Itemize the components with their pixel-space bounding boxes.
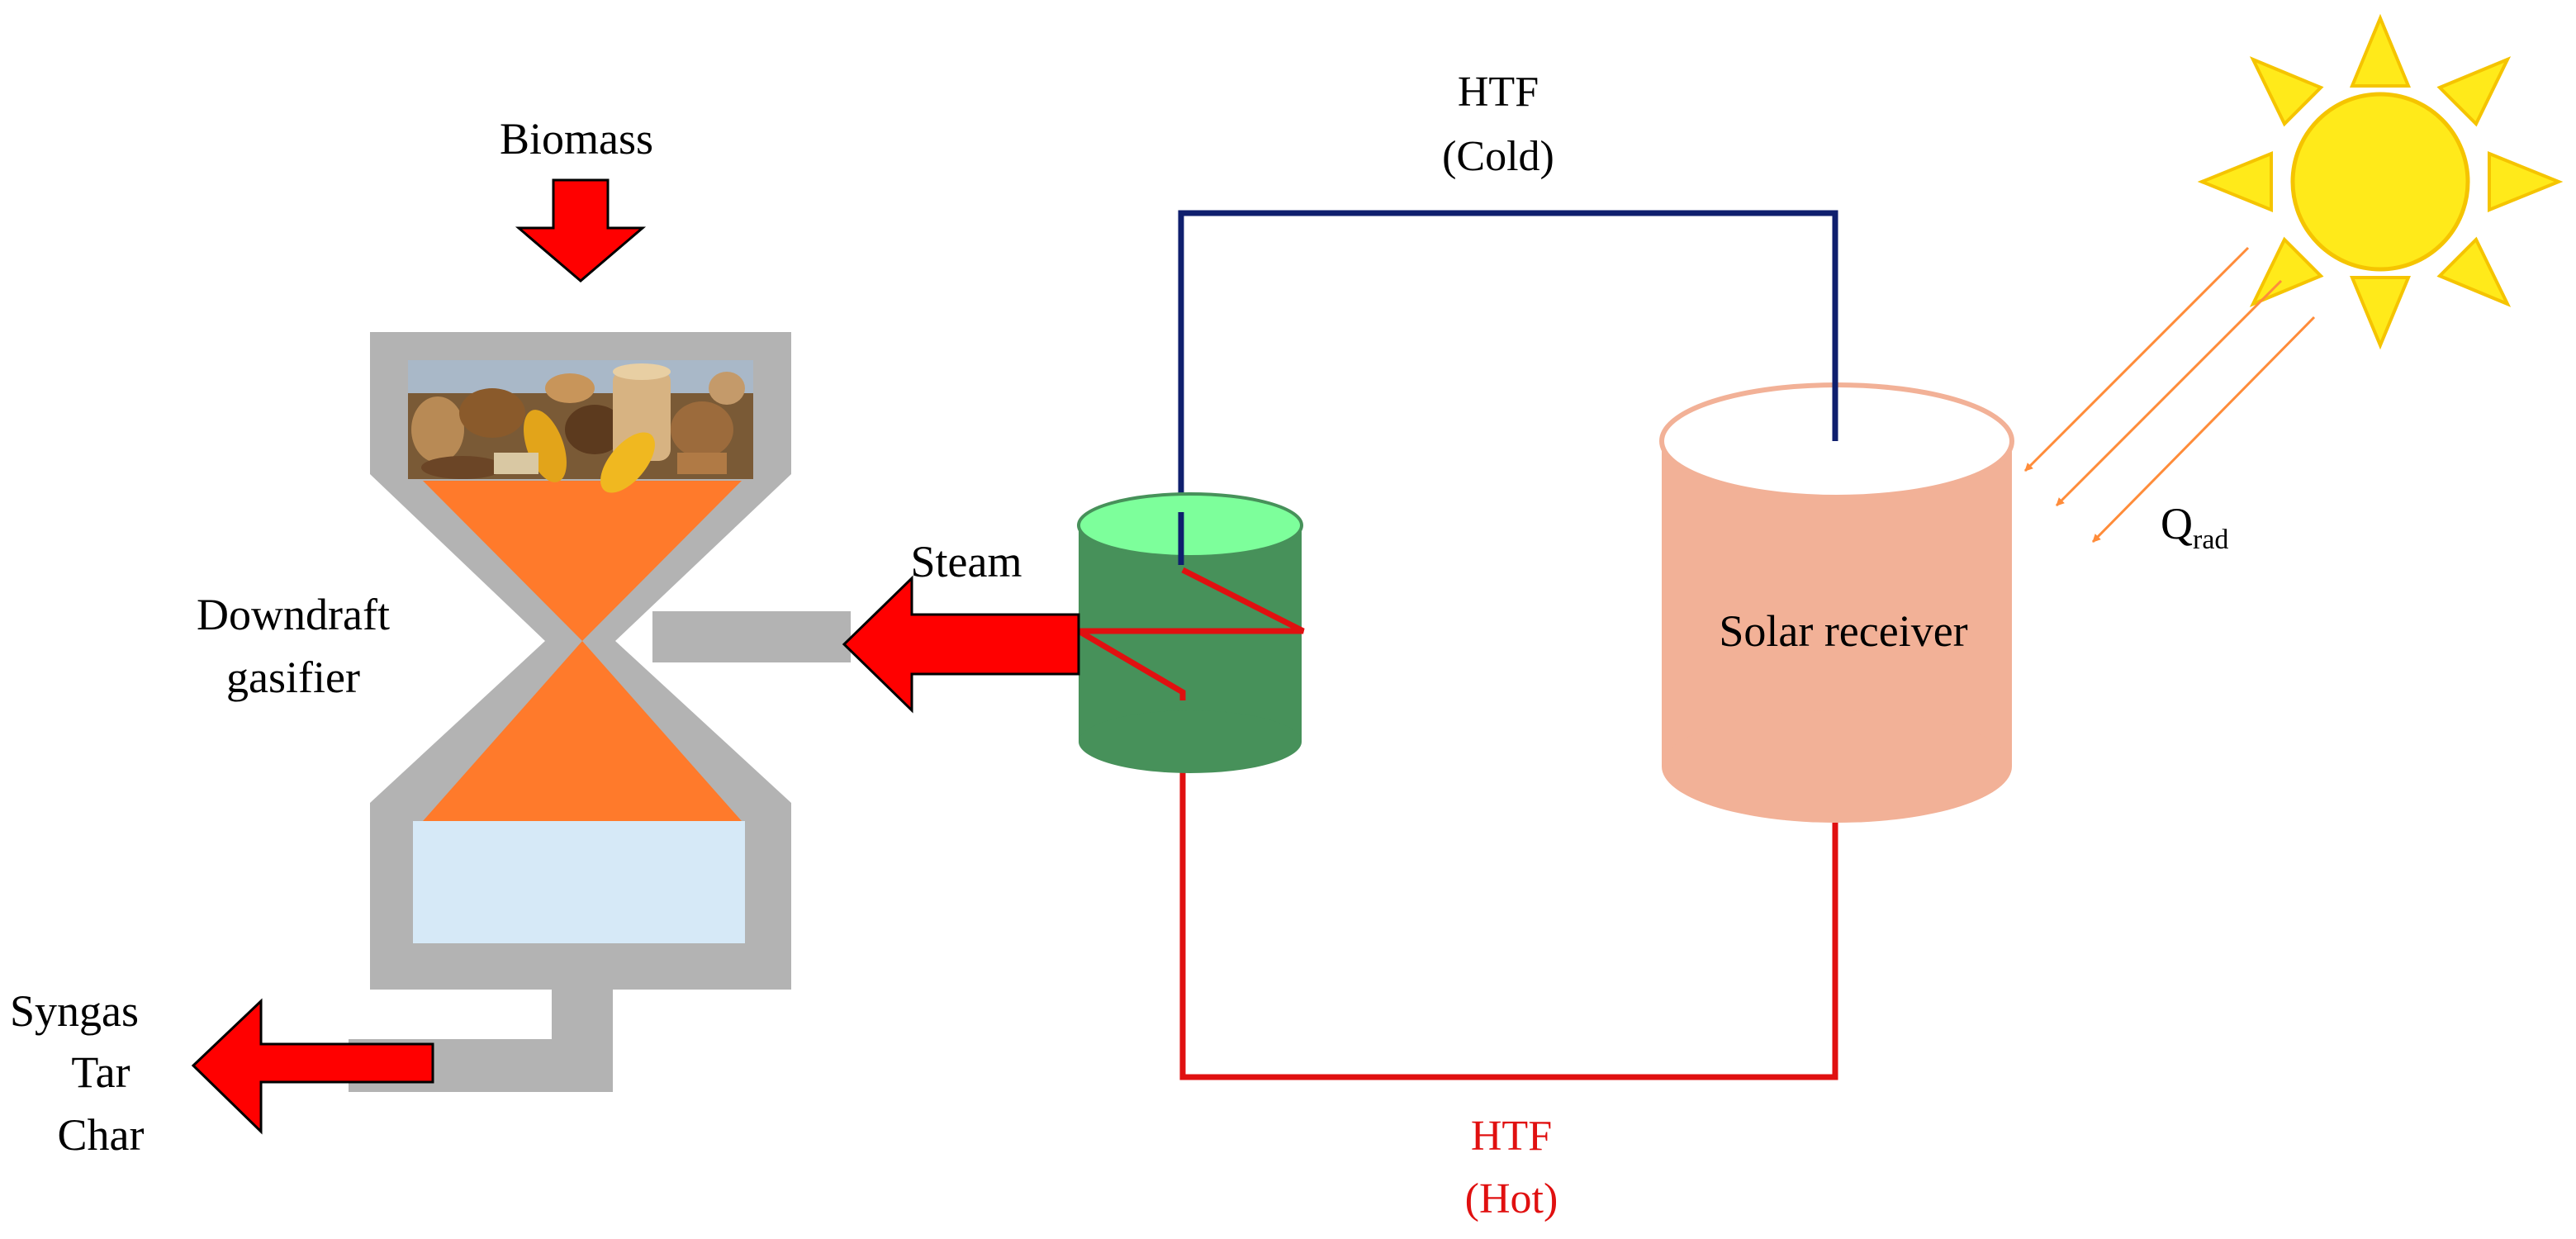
- sun-icon: [2197, 13, 2564, 350]
- biomass-label: Biomass: [500, 114, 653, 164]
- downdraft-gasifier: [349, 332, 851, 1092]
- ash-zone: [413, 821, 745, 943]
- steam-label: Steam: [911, 537, 1022, 586]
- htf-cold-label-line1: HTF: [1458, 69, 1539, 116]
- htf-hot-line: [1179, 694, 1838, 1080]
- reaction-zone-lower: [423, 641, 742, 821]
- q-rad-label: Qrad: [2161, 499, 2228, 555]
- biomass-feed-arrow: [515, 178, 647, 282]
- htf-cold-line: [1178, 210, 1838, 565]
- reaction-zone-upper: [423, 481, 742, 641]
- solar-receiver: [1659, 382, 2014, 823]
- q-rad-main: Q: [2161, 499, 2193, 548]
- output-label-char: Char: [58, 1110, 145, 1160]
- gasifier-label-line1: Downdraft: [197, 590, 390, 639]
- htf-cold-label-line2: (Cold): [1442, 133, 1554, 180]
- htf-hot-label-line1: HTF: [1471, 1113, 1552, 1160]
- steam-inlet-pipe: [652, 611, 851, 662]
- gasifier-label-line2: gasifier: [226, 653, 360, 702]
- steam-arrow: [842, 575, 1080, 714]
- output-label-tar: Tar: [71, 1047, 130, 1097]
- heat-exchanger-top: [1077, 492, 1303, 558]
- solar-receiver-label: Solar receiver: [1719, 606, 1967, 656]
- q-rad-subscript: rad: [2193, 525, 2228, 555]
- htf-hot-label-line2: (Hot): [1465, 1175, 1558, 1222]
- radiation-rays: [2023, 246, 2316, 544]
- syngas-output-arrow: [191, 998, 434, 1135]
- output-label-syngas: Syngas: [10, 986, 139, 1036]
- biomass-pile-image: [408, 360, 753, 493]
